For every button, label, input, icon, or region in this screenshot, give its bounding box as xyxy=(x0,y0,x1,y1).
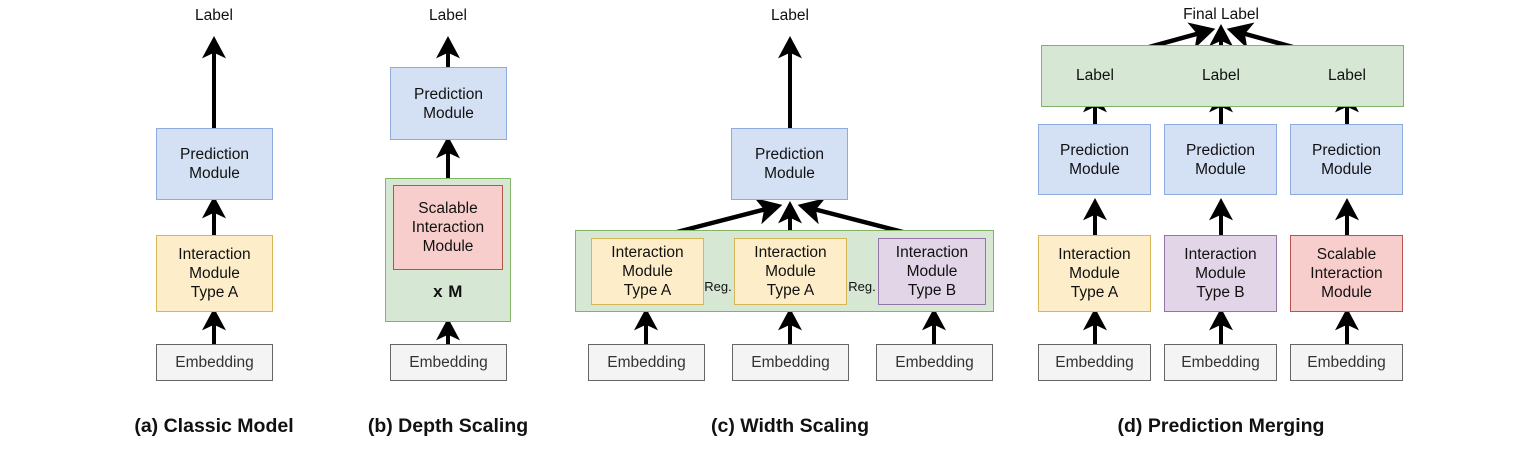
node-line: Type A xyxy=(623,282,672,299)
node-line: Prediction xyxy=(414,85,483,103)
panel-d-embedding-center[interactable]: Embedding xyxy=(1164,344,1277,381)
panel-b-repeat-text: x M xyxy=(433,282,463,301)
panel-d-prediction-module-right[interactable]: Prediction Module xyxy=(1290,124,1403,195)
panel-d-branch-left-text: Label xyxy=(1076,67,1114,84)
panel-d-prediction-module-center[interactable]: Prediction Module xyxy=(1164,124,1277,195)
panel-a-interaction-module-type-a[interactable]: Interaction Module Type A xyxy=(156,235,273,312)
node-line: Type A xyxy=(190,284,239,301)
node-line: Prediction xyxy=(1186,141,1255,159)
node-line: Module xyxy=(622,263,673,280)
node-line: Module xyxy=(764,165,815,182)
panel-d-branch-label-left: Label xyxy=(1055,66,1135,85)
panel-c-caption-text: (c) Width Scaling xyxy=(711,415,869,437)
panel-c-embedding-center[interactable]: Embedding xyxy=(732,344,849,381)
node-line: Scalable xyxy=(1316,246,1377,263)
node-line: Embedding xyxy=(751,354,830,371)
node-line: Prediction xyxy=(180,146,249,163)
panel-d-branch-right-text: Label xyxy=(1328,67,1366,84)
node-line: Embedding xyxy=(1307,354,1386,371)
node-line: Module xyxy=(189,165,240,182)
node-line: Type B xyxy=(1196,284,1245,301)
panel-c-embedding-left[interactable]: Embedding xyxy=(588,344,705,381)
node-line: Module xyxy=(1069,265,1120,282)
panel-d-prediction-module-left[interactable]: Prediction Module xyxy=(1038,124,1151,195)
panel-b-top-label-text: Label xyxy=(429,7,467,24)
node-line: Interaction xyxy=(1310,265,1383,282)
panel-b-caption: (b) Depth Scaling xyxy=(348,415,548,438)
node-line: Scalable xyxy=(418,200,478,217)
node-line: Interaction xyxy=(1184,246,1257,263)
panel-c-top-label: Label xyxy=(740,6,840,25)
panel-c-reg-left-text: Reg. xyxy=(704,279,732,294)
panel-a-top-label-text: Label xyxy=(195,7,233,24)
panel-c-reg-label-left: Reg. xyxy=(693,279,743,294)
node-line: Type A xyxy=(766,282,815,299)
panel-d-top-label: Final Label xyxy=(1161,5,1281,24)
panel-a-embedding[interactable]: Embedding xyxy=(156,344,273,381)
panel-b-caption-text: (b) Depth Scaling xyxy=(367,415,529,437)
node-line: Module xyxy=(1321,160,1372,178)
node-line: Type A xyxy=(1070,284,1119,301)
node-line: Prediction xyxy=(1060,141,1129,159)
node-line: Interaction xyxy=(895,244,969,261)
node-line: Prediction xyxy=(1312,141,1381,159)
node-line: Interaction xyxy=(1058,246,1131,263)
node-line: Module xyxy=(1069,160,1120,178)
node-line: Prediction xyxy=(755,146,824,163)
panel-c-reg-right-text: Reg. xyxy=(848,279,876,294)
panel-b-top-label: Label xyxy=(398,6,498,25)
panel-d-caption: (d) Prediction Merging xyxy=(1101,415,1341,438)
node-line: Embedding xyxy=(1181,354,1260,371)
node-line: Embedding xyxy=(895,354,974,371)
panel-c-prediction-module[interactable]: Prediction Module xyxy=(731,128,848,200)
panel-d-top-label-text: Final Label xyxy=(1183,6,1259,23)
node-line: Interaction xyxy=(611,244,684,261)
node-line: Embedding xyxy=(607,354,686,371)
node-line: Interaction xyxy=(754,244,827,261)
node-line: Embedding xyxy=(409,354,488,371)
node-line: Embedding xyxy=(1055,354,1134,371)
panel-b-scalable-interaction-module[interactable]: Scalable Interaction Module xyxy=(393,185,503,270)
panel-d-embedding-right[interactable]: Embedding xyxy=(1290,344,1403,381)
panel-c-interaction-module-type-a-left[interactable]: Interaction Module Type A xyxy=(591,238,704,305)
panel-b-prediction-module[interactable]: Prediction Module xyxy=(390,67,507,140)
panel-b-repeat-multiplier: x M xyxy=(398,282,498,301)
panel-a-caption: (a) Classic Model xyxy=(114,415,314,438)
panel-c-reg-label-right: Reg. xyxy=(837,279,887,294)
panel-d-branch-label-right: Label xyxy=(1307,66,1387,85)
node-line: Module xyxy=(1321,284,1372,301)
node-line: Type B xyxy=(907,282,957,299)
panel-d-scalable-interaction-module[interactable]: Scalable Interaction Module xyxy=(1290,235,1403,312)
panel-a-top-label: Label xyxy=(164,6,264,25)
panel-d-interaction-module-type-a[interactable]: Interaction Module Type A xyxy=(1038,235,1151,312)
panel-d-interaction-module-type-b[interactable]: Interaction Module Type B xyxy=(1164,235,1277,312)
panel-b-embedding[interactable]: Embedding xyxy=(390,344,507,381)
node-line: Module xyxy=(423,104,474,122)
panel-d-branch-center-text: Label xyxy=(1202,67,1240,84)
node-line: Module xyxy=(189,265,240,282)
node-line: Interaction xyxy=(411,219,485,236)
panel-d-embedding-left[interactable]: Embedding xyxy=(1038,344,1151,381)
node-line: Interaction xyxy=(178,246,251,263)
panel-d-branch-label-center: Label xyxy=(1181,66,1261,85)
node-line: Module xyxy=(765,263,816,280)
panel-a-prediction-module[interactable]: Prediction Module xyxy=(156,128,273,200)
node-line: Embedding xyxy=(175,354,254,371)
panel-d-caption-text: (d) Prediction Merging xyxy=(1117,415,1325,437)
panel-c-top-label-text: Label xyxy=(771,7,809,24)
panel-c-embedding-right[interactable]: Embedding xyxy=(876,344,993,381)
panel-a-caption-text: (a) Classic Model xyxy=(134,415,294,437)
node-line: Module xyxy=(422,238,474,255)
node-line: Module xyxy=(1195,265,1246,282)
node-line: Module xyxy=(1195,160,1246,178)
node-line: Module xyxy=(906,263,958,280)
panel-c-interaction-module-type-b[interactable]: Interaction Module Type B xyxy=(878,238,986,305)
panel-c-interaction-module-type-a-center[interactable]: Interaction Module Type A xyxy=(734,238,847,305)
panel-c-caption: (c) Width Scaling xyxy=(690,415,890,438)
